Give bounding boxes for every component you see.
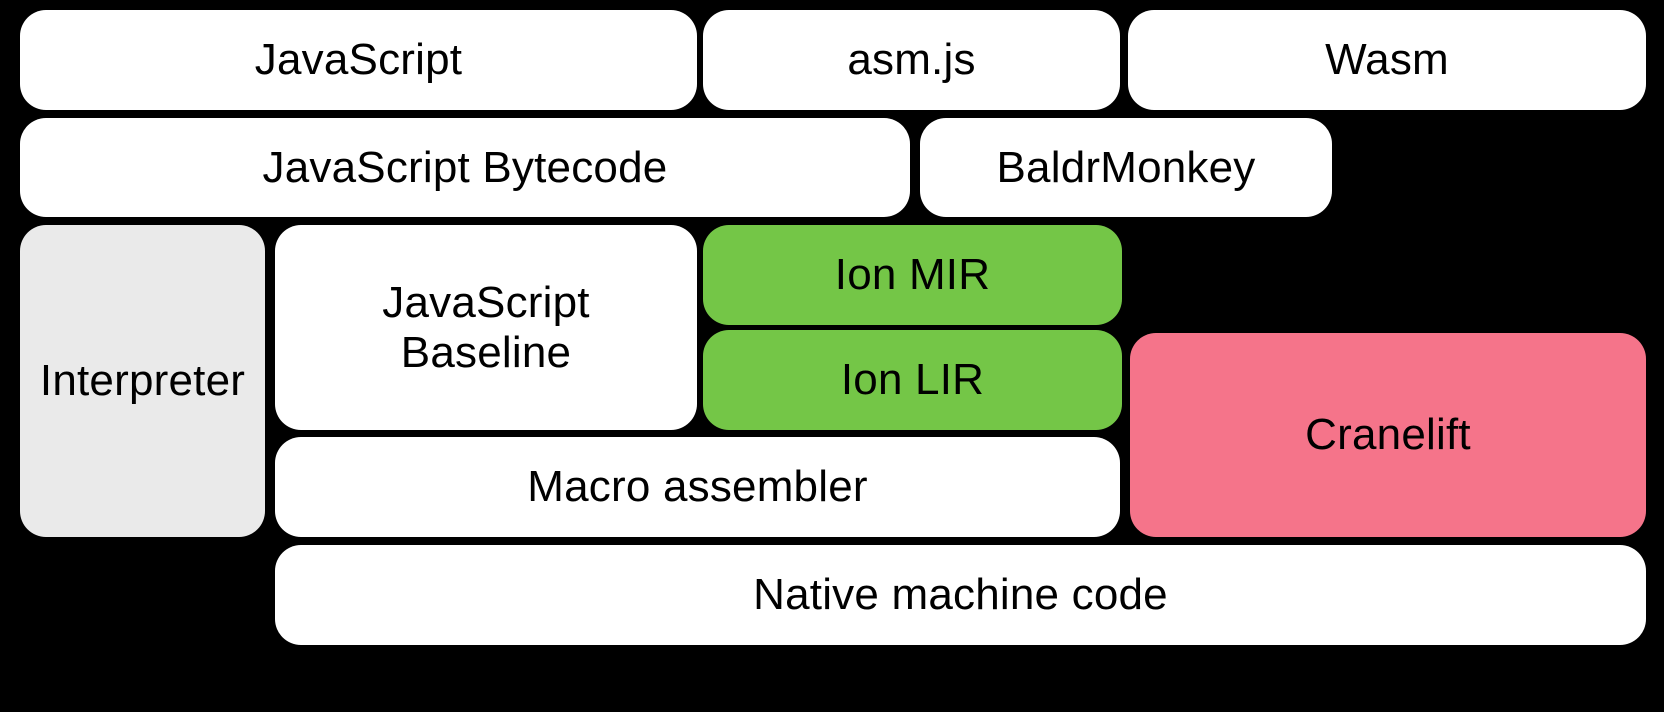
node-wasm: Wasm [1128, 10, 1646, 110]
node-ion-mir: Ion MIR [703, 225, 1122, 325]
node-cranelift: Cranelift [1130, 333, 1646, 537]
node-javascript: JavaScript [20, 10, 697, 110]
node-macro-assembler: Macro assembler [275, 437, 1120, 537]
node-interpreter: Interpreter [20, 225, 265, 537]
node-native-machine-code: Native machine code [275, 545, 1646, 645]
node-javascript-baseline: JavaScript Baseline [275, 225, 697, 430]
node-javascript-bytecode: JavaScript Bytecode [20, 118, 910, 217]
node-ion-lir: Ion LIR [703, 330, 1122, 430]
node-asm-js: asm.js [703, 10, 1120, 110]
node-baldrmonkey: BaldrMonkey [920, 118, 1332, 217]
